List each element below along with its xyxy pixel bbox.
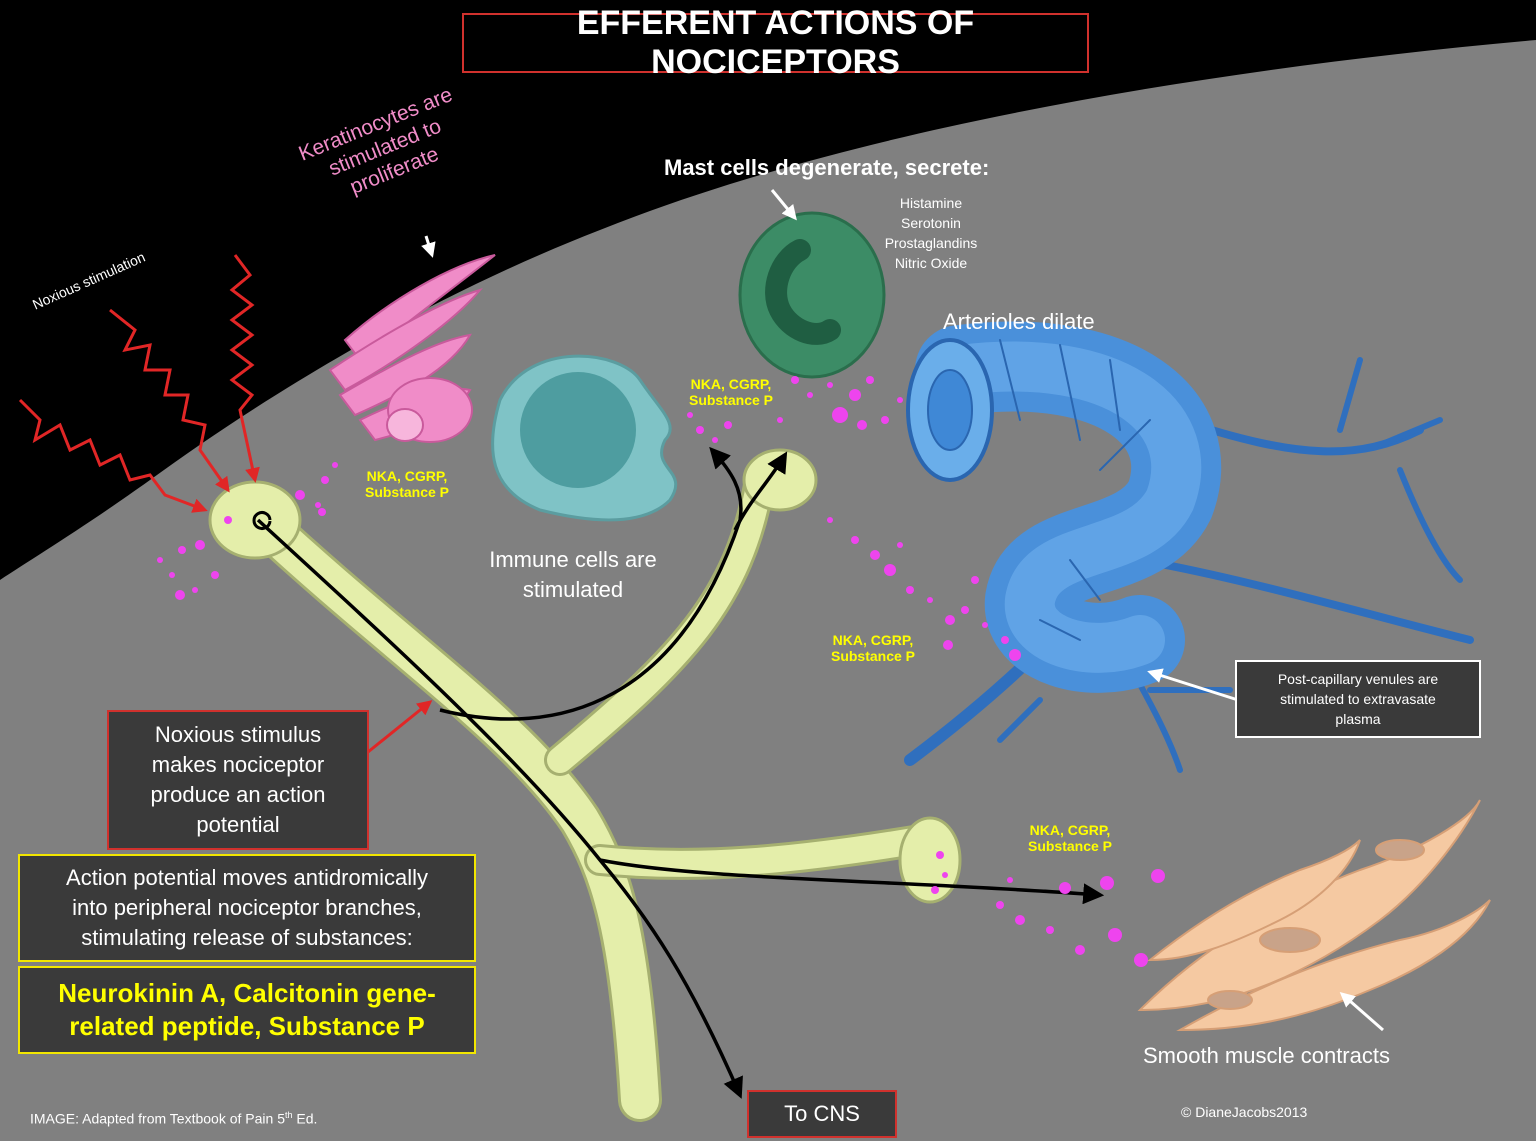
noxious-box-line-2: makes nociceptor xyxy=(151,752,325,777)
venules-line-1: Post-capillary venules are xyxy=(1277,671,1439,687)
immune-cell xyxy=(491,354,678,522)
nka-skin-line-1: NKA, CGRP, xyxy=(366,468,448,484)
nka-label-vessel: NKA, CGRP, Substance P xyxy=(818,632,928,664)
nka-immune-line-2: Substance P xyxy=(688,392,774,408)
mast-substance-nitric-oxide: Nitric Oxide xyxy=(894,255,968,271)
mast-substances-list: Histamine Serotonin Prostaglandins Nitri… xyxy=(872,193,990,273)
white-arrows xyxy=(421,189,1384,1032)
title-box: EFFERENT ACTIONS OF NOCICEPTORS xyxy=(462,4,1089,81)
noxious-stimulus-box: Noxious stimulus makes nociceptor produc… xyxy=(107,710,369,850)
venules-line-3: plasma xyxy=(1335,711,1381,727)
ap-box-line-1: Action potential moves antidromically xyxy=(66,865,428,890)
nka-label-immune: NKA, CGRP, Substance P xyxy=(676,376,786,408)
mast-substance-serotonin: Serotonin xyxy=(901,215,961,231)
blood-vessel xyxy=(904,321,1474,773)
skin-surface xyxy=(0,0,1536,580)
mast-substance-histamine: Histamine xyxy=(899,195,963,211)
ap-box-line-3: stimulating release of substances: xyxy=(81,925,413,950)
nka-muscle-line-1: NKA, CGRP, xyxy=(1029,822,1111,838)
noxious-box-line-3: produce an action xyxy=(150,782,326,807)
nerve-ending-lower xyxy=(898,816,962,904)
ap-box-line-2: into peripheral nociceptor branches, xyxy=(72,895,422,920)
credit-suffix: Ed. xyxy=(292,1110,318,1127)
immune-line-2: stimulated xyxy=(522,577,624,602)
credit-superscript: th xyxy=(285,1110,293,1120)
venules-line-2: stimulated to extravasate xyxy=(1280,691,1436,707)
nka-muscle-line-2: Substance P xyxy=(1027,838,1113,854)
mast-cells-label: Mast cells degenerate, secrete: xyxy=(664,155,990,180)
to-cns-box: To CNS xyxy=(747,1090,897,1138)
noxious-pointer-arrow xyxy=(367,700,433,754)
smooth-muscle xyxy=(1137,799,1491,1032)
nka-vessel-line-1: NKA, CGRP, xyxy=(832,632,914,648)
nka-immune-line-1: NKA, CGRP, xyxy=(690,376,772,392)
credit-prefix: IMAGE: Adapted from Textbook of Pain 5 xyxy=(30,1110,285,1127)
nka-vessel-line-2: Substance P xyxy=(830,648,916,664)
action-potential-path xyxy=(252,446,1105,1099)
substances-box: Neurokinin A, Calcitonin gene- related p… xyxy=(18,966,476,1054)
action-potential-box: Action potential moves antidromically in… xyxy=(18,854,476,962)
image-credit: IMAGE: Adapted from Textbook of Pain 5th… xyxy=(30,1110,317,1127)
arterioles-label: Arterioles dilate xyxy=(943,309,1095,334)
immune-cells-label: Immune cells are stimulated xyxy=(478,545,668,605)
smooth-muscle-label: Smooth muscle contracts xyxy=(1143,1043,1390,1068)
nka-label-skin: NKA, CGRP, Substance P xyxy=(352,468,462,500)
venules-box: Post-capillary venules are stimulated to… xyxy=(1235,660,1481,738)
substances-line-2: related peptide, Substance P xyxy=(69,1011,425,1041)
copyright: © DianeJacobs2013 xyxy=(1181,1104,1308,1120)
noxious-box-line-1: Noxious stimulus xyxy=(154,722,322,747)
page-title: EFFERENT ACTIONS OF NOCICEPTORS xyxy=(576,4,975,81)
mast-cell xyxy=(738,211,886,379)
noxious-box-line-4: potential xyxy=(196,812,280,837)
mast-substance-prostaglandins: Prostaglandins xyxy=(884,235,978,251)
substances-line-1: Neurokinin A, Calcitonin gene- xyxy=(58,978,436,1008)
nka-skin-line-2: Substance P xyxy=(364,484,450,500)
stimulation-zigzags xyxy=(18,254,260,513)
nociceptor-nerve xyxy=(238,464,936,1122)
nka-label-muscle: NKA, CGRP, Substance P xyxy=(1015,822,1125,854)
to-cns-label: To CNS xyxy=(784,1101,860,1126)
keratinocytes xyxy=(328,254,496,443)
immune-line-1: Immune cells are xyxy=(489,547,657,572)
nerve-ending-upper xyxy=(742,448,818,512)
neuropeptide-particles xyxy=(157,376,1165,967)
